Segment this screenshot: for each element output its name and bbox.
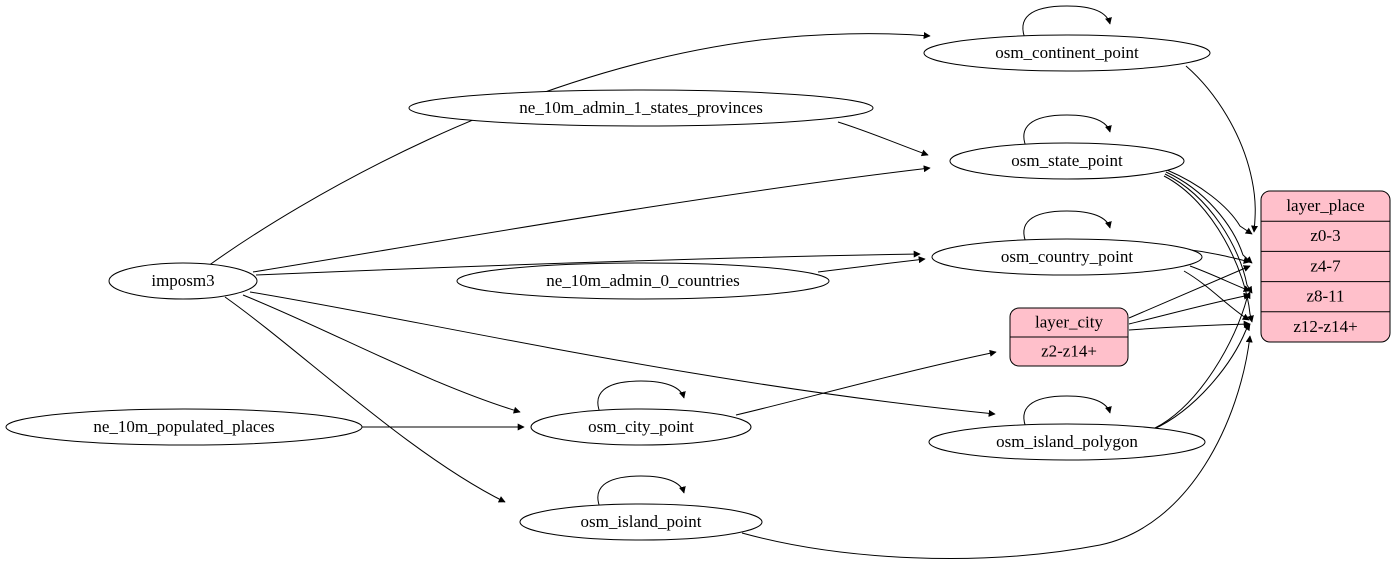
record-row-label-layer_place-4[interactable]: z12-z14+ [1293, 317, 1357, 336]
edge-self-osm_island_polygon [1023, 395, 1112, 431]
node-shape-osm_island_point [519, 503, 763, 541]
edge-osm_island_point-to-layer_place-z12-z14 [741, 335, 1253, 559]
node-shape-imposm3 [108, 262, 258, 300]
node-layer: imposm3 ne_10m_admin_1_states_provincesne… [5, 34, 1211, 541]
edge-imposm3-to-osm_continent_point [207, 32, 931, 267]
node-label-osm_island_point: osm_island_point [581, 512, 702, 531]
node-label-osm_state_point: osm_state_point [1011, 151, 1123, 170]
node-label-ne_countries: ne_10m_admin_0_countries [546, 271, 740, 290]
node-osm_island_polygon[interactable]: osm_island_polygon [928, 423, 1206, 461]
edge-ne_states-to-osm_state_point [837, 121, 929, 157]
node-osm_island_point[interactable]: osm_island_point [519, 503, 763, 541]
record-layer: layer_place z0-3 z4-7 z8-11 z12-z14+ layer_ci… [1009, 190, 1391, 367]
node-shape-ne_states [408, 89, 874, 127]
edge-self-osm_country_point [1023, 210, 1112, 246]
node-shape-osm_island_polygon [928, 423, 1206, 461]
node-ne_states[interactable]: ne_10m_admin_1_states_provinces [408, 89, 874, 127]
edge-layer [207, 5, 1259, 559]
edge-self-osm_continent_point [1022, 5, 1112, 42]
edge-imposm3-to-osm_city_point [242, 294, 521, 414]
record-row-label-layer_place-3[interactable]: z8-11 [1306, 287, 1344, 306]
edge-imposm3-to-osm_country_point [255, 250, 921, 276]
edge-osm_state_point-to-layer_place-z12-z14 [1163, 175, 1254, 323]
node-ne_countries[interactable]: ne_10m_admin_0_countries [456, 262, 830, 300]
node-label-osm_country_point: osm_country_point [1001, 247, 1133, 266]
record-row-label-layer_city-0[interactable]: layer_city [1035, 312, 1103, 331]
record-box-layer_place [1260, 190, 1391, 343]
node-shape-ne_countries [456, 262, 830, 300]
node-shape-osm_city_point [530, 408, 752, 446]
node-label-ne_states: ne_10m_admin_1_states_provinces [519, 98, 763, 117]
edge-ne_countries-to-osm_country_point [817, 256, 926, 273]
record-row-label-layer_place-0[interactable]: layer_place [1286, 196, 1364, 215]
edge-osm_state_point-to-layer_place-z8-11 [1164, 173, 1253, 294]
node-shape-ne_populated [5, 408, 363, 446]
node-label-osm_island_polygon: osm_island_polygon [996, 432, 1138, 451]
node-label-osm_city_point: osm_city_point [588, 417, 694, 436]
edge-layer_city-to-layer_place-z12-z14 [1128, 320, 1251, 331]
edge-osm_state_point-to-layer_place-z4-7 [1165, 171, 1253, 264]
edge-osm_country_point-to-layer_place-z12-z14 [1183, 270, 1250, 321]
node-osm_city_point[interactable]: osm_city_point [530, 408, 752, 446]
record-row-label-layer_city-1[interactable]: z2-z14+ [1041, 341, 1097, 360]
edge-self-osm_state_point [1023, 114, 1112, 150]
edge-osm_island_polygon-to-layer_place-z8-11 [1154, 291, 1251, 429]
node-ne_populated[interactable]: ne_10m_populated_places [5, 408, 363, 446]
edge-osm_continent_point-to-layer_place-z0-3 [1185, 65, 1259, 233]
edge-self-osm_city_point [597, 380, 686, 416]
node-osm_continent_point[interactable]: osm_continent_point [923, 34, 1211, 72]
edge-self-osm_island_point [597, 475, 686, 511]
edge-imposm3-to-osm_island_polygon [249, 291, 996, 417]
record-row-label-layer_place-1[interactable]: z0-3 [1310, 226, 1340, 245]
edge-imposm3-to-osm_island_point [224, 296, 506, 503]
edge-layer_city-to-layer_place-z8-11 [1128, 292, 1251, 325]
node-shape-osm_state_point [949, 142, 1185, 180]
node-osm_state_point[interactable]: osm_state_point [949, 142, 1185, 180]
node-imposm3[interactable]: imposm3 [108, 262, 258, 300]
edge-osm_island_polygon-to-layer_place-z12-z14 [1151, 323, 1251, 431]
edge-osm_city_point-to-layer_city [735, 349, 997, 416]
node-label-osm_continent_point: osm_continent_point [995, 43, 1139, 62]
edge-osm_state_point-to-layer_place-z0-3 [1166, 169, 1253, 235]
node-label-imposm3: imposm3 [151, 271, 214, 290]
edge-imposm3-to-osm_state_point [252, 165, 931, 273]
node-label-ne_populated: ne_10m_populated_places [93, 417, 274, 436]
edge-layer_city-to-layer_place-z4-7 [1128, 265, 1251, 319]
node-shape-osm_continent_point [923, 34, 1211, 72]
record-node-layer_place[interactable]: layer_place z0-3 z4-7 z8-11 z12-z14+ [1260, 190, 1391, 343]
node-osm_country_point[interactable]: osm_country_point [931, 238, 1203, 276]
record-node-layer_city[interactable]: layer_city z2-z14+ [1009, 307, 1129, 367]
record-row-label-layer_place-2[interactable]: z4-7 [1310, 256, 1341, 275]
node-shape-osm_country_point [931, 238, 1203, 276]
